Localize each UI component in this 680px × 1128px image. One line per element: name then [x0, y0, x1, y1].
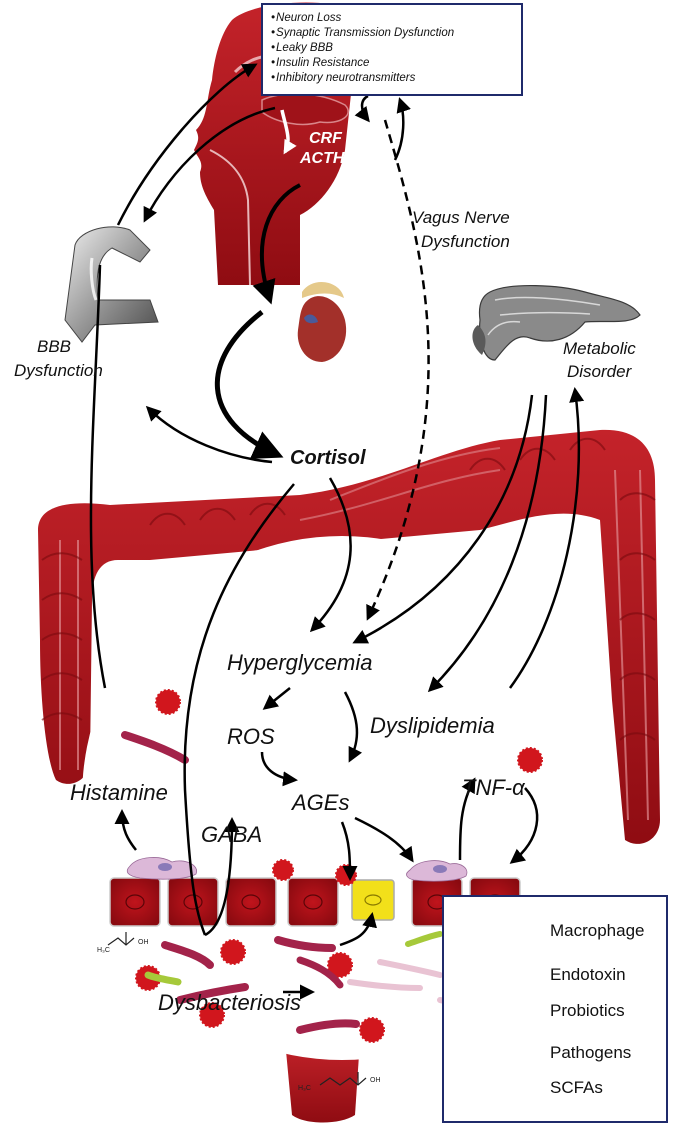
- vagus-label-line2: Dysfunction: [421, 232, 510, 251]
- kidney-adrenal-icon: [297, 281, 347, 362]
- svg-text:H₃C: H₃C: [97, 947, 110, 954]
- symptom-item: Leaky BBB: [271, 41, 513, 56]
- metabolic-label-line1: Metabolic: [563, 339, 636, 358]
- histamine-label: Histamine: [70, 780, 168, 805]
- symptom-item: Insulin Resistance: [271, 56, 513, 71]
- symptom-item: Neuron Loss: [271, 11, 513, 26]
- hyperglycemia-label: Hyperglycemia: [227, 650, 373, 675]
- symptom-item: Synaptic Transmission Dysfunction: [271, 26, 513, 41]
- svg-text:OH: OH: [370, 1077, 381, 1084]
- damaged-cell: [351, 879, 395, 921]
- legend-probiotics: Probiotics: [444, 997, 666, 1027]
- dyslipidemia-label: Dyslipidemia: [370, 713, 495, 738]
- legend-endotoxin-label: Endotoxin: [550, 965, 626, 984]
- arrows: [89, 63, 585, 1000]
- legend-scfas: SCFAs: [444, 1074, 666, 1104]
- legend-pathogens: Pathogens: [444, 1039, 666, 1069]
- epithelial-cell: [287, 877, 339, 927]
- legend-probiotics-label: Probiotics: [550, 1001, 625, 1020]
- legend-scfas-label: SCFAs: [550, 1078, 603, 1097]
- bbb-icon: [64, 226, 159, 343]
- scfa-molecules: H₃C OH H₃C OH: [97, 932, 381, 1092]
- crf-label: CRF: [309, 130, 342, 147]
- legend: Macrophage Endotoxin Probiotics Pathogen…: [442, 895, 668, 1123]
- ros-label: ROS: [227, 724, 275, 749]
- ages-label: AGEs: [292, 790, 350, 815]
- epithelial-cell: [109, 877, 161, 927]
- svg-text:OH: OH: [138, 939, 149, 946]
- vagus-label-line1: Vagus Nerve: [412, 208, 510, 227]
- tnf-alpha-label: TNF-α: [462, 775, 525, 800]
- gaba-label: GABA: [201, 822, 263, 847]
- legend-endotoxin: Endotoxin: [444, 961, 666, 991]
- brain-symptoms-box: Neuron Loss Synaptic Transmission Dysfun…: [261, 3, 523, 96]
- legend-macrophage-label: Macrophage: [550, 921, 645, 940]
- svg-text:H₃C: H₃C: [298, 1085, 311, 1092]
- bbb-label-line2: Dysfunction: [14, 361, 103, 380]
- epithelial-cell: [225, 877, 277, 927]
- macrophages: [126, 857, 468, 882]
- legend-pathogens-label: Pathogens: [550, 1043, 632, 1062]
- symptom-item: Inhibitory neurotransmitters: [271, 71, 513, 86]
- pancreas-icon: [472, 285, 641, 361]
- metabolic-label-line2: Disorder: [567, 362, 632, 381]
- legend-macrophage: Macrophage: [444, 917, 666, 947]
- bbb-label-line1: BBB: [37, 337, 72, 356]
- cortisol-label: Cortisol: [290, 447, 366, 469]
- dysbacteriosis-label: Dysbacteriosis: [158, 990, 302, 1015]
- intestine-illustration: [38, 429, 660, 1123]
- acth-label: ACTH: [300, 150, 345, 167]
